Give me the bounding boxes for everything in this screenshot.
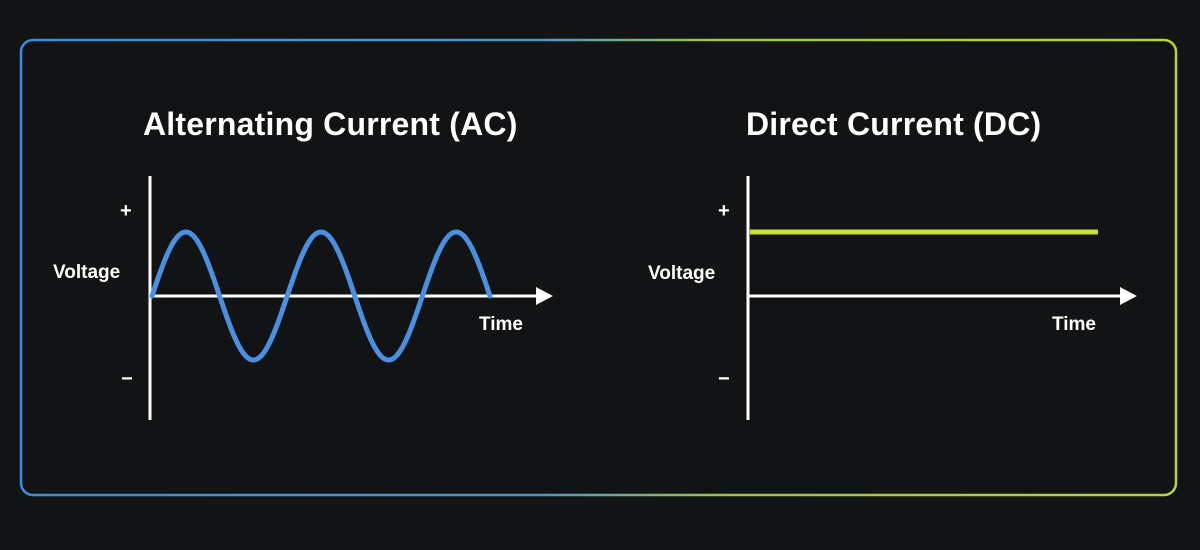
- ac-x-arrowhead: [536, 287, 553, 305]
- diagram-frame: [19, 38, 1178, 497]
- dc-time-label: Time: [1052, 314, 1097, 335]
- dc-voltage-label: Voltage: [648, 263, 716, 284]
- frame-border: [19, 38, 1178, 497]
- dc-plus-sign: +: [718, 200, 730, 222]
- ac-plus-sign: +: [120, 200, 132, 222]
- ac-title: Alternating Current (AC): [143, 106, 518, 142]
- ac-minus-sign: −: [121, 368, 133, 390]
- ac-voltage-label: Voltage: [53, 262, 121, 283]
- dc-title: Direct Current (DC): [746, 106, 1042, 142]
- dc-minus-sign: −: [718, 368, 730, 390]
- ac-time-label: Time: [479, 314, 524, 335]
- dc-x-arrowhead: [1120, 287, 1137, 305]
- ac-sine-wave: [149, 229, 493, 363]
